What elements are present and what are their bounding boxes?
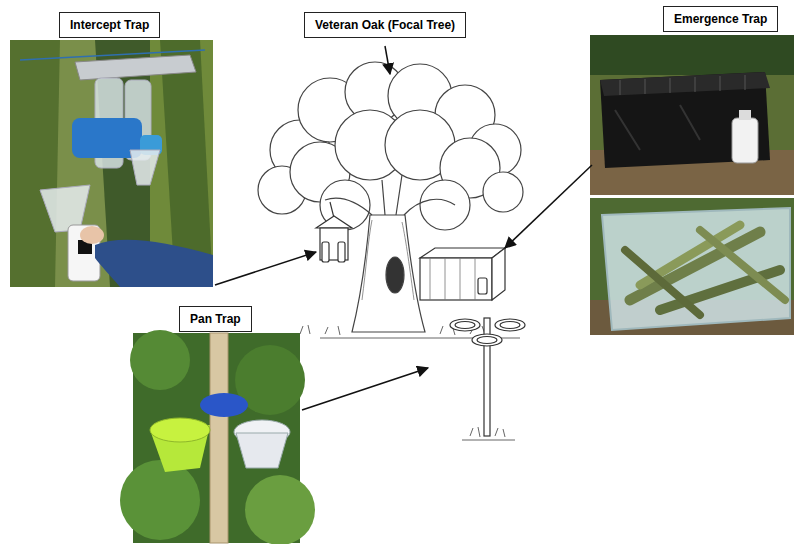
lantern-sketch (316, 202, 352, 262)
label-box: Pan Trap (179, 306, 252, 332)
intercept-photo (10, 40, 213, 287)
pan-photo (120, 330, 315, 544)
label-text: Pan Trap (190, 312, 241, 326)
oak-sketch (258, 62, 523, 332)
label-text: Emergence Trap (674, 12, 767, 26)
label-text: Veteran Oak (Focal Tree) (315, 18, 455, 32)
label-box: Intercept Trap (59, 12, 160, 38)
pan-sketch (450, 318, 525, 436)
label-text: Intercept Trap (70, 18, 149, 32)
emergence-photo-tub (590, 198, 794, 335)
box-sketch (420, 248, 505, 300)
label-box: Emergence Trap (663, 6, 778, 32)
label-box: Veteran Oak (Focal Tree) (304, 12, 466, 38)
pointer-arrows (215, 46, 592, 410)
emergence-photo-box (590, 35, 794, 195)
